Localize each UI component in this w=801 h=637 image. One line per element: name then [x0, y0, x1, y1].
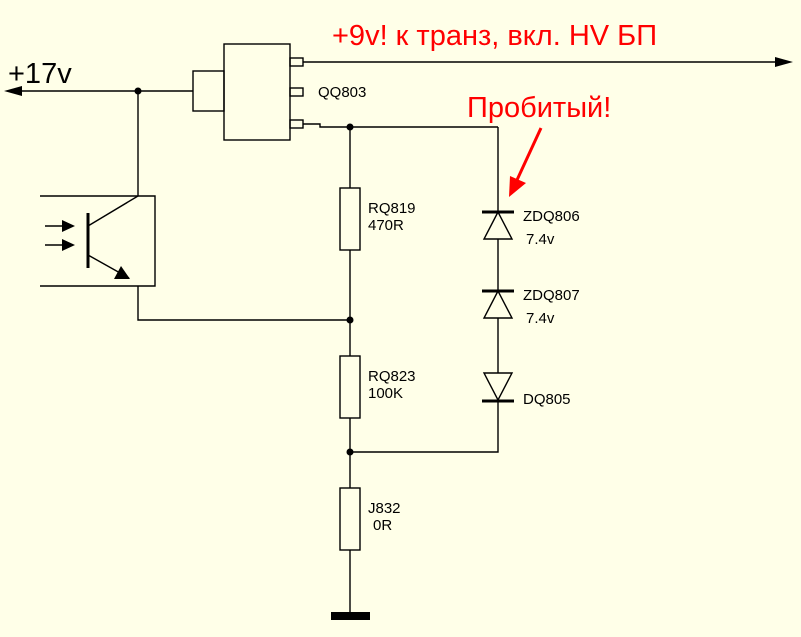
resistor-ref: RQ823: [368, 368, 416, 385]
diode-ref: ZDQ806: [523, 208, 580, 225]
output-rail: +9v! к транз, вкл. HV БП: [303, 20, 793, 67]
optocoupler-icon: [40, 195, 156, 287]
resistor-rq819: RQ819 470R: [339, 187, 416, 251]
diode-ref: DQ805: [523, 391, 571, 408]
fault-annotation: Пробитый!: [467, 92, 611, 197]
junction-dot-icon: [346, 448, 354, 456]
input-rail-label: +17v: [8, 58, 72, 90]
resistor-value: 100K: [368, 385, 403, 402]
zener-zdq807: ZDQ807 7.4v: [482, 287, 580, 327]
output-rail-label: +9v! к транз, вкл. HV БП: [332, 20, 657, 52]
input-rail: +17v: [4, 58, 193, 96]
fault-arrowhead-icon: [509, 176, 526, 197]
resistor-value: 0R: [373, 517, 392, 534]
ground-icon: [331, 612, 370, 620]
junction-dot-icon: [134, 87, 142, 95]
diode-value: 7.4v: [526, 310, 555, 327]
fault-arrow: [515, 127, 543, 181]
regulator-ref: QQ803: [318, 84, 366, 101]
arrow-left-icon: [4, 86, 22, 96]
zener-zdq806: ZDQ806 7.4v: [482, 208, 580, 248]
resistor-ref: J832: [368, 500, 401, 517]
resistor-j832: J832 0R: [339, 487, 401, 551]
fault-note-label: Пробитый!: [467, 92, 611, 124]
junction-dot-icon: [346, 316, 354, 324]
arrow-right-icon: [775, 57, 793, 67]
diode-value: 7.4v: [526, 231, 555, 248]
diode-ref: ZDQ807: [523, 287, 580, 304]
regulator-qq803: QQ803: [192, 43, 366, 141]
resistor-ref: RQ819: [368, 200, 416, 217]
junction-dot-icon: [346, 123, 354, 131]
resistor-value: 470R: [368, 217, 404, 234]
resistor-rq823: RQ823 100K: [339, 355, 416, 419]
diode-dq805: DQ805: [482, 372, 571, 408]
